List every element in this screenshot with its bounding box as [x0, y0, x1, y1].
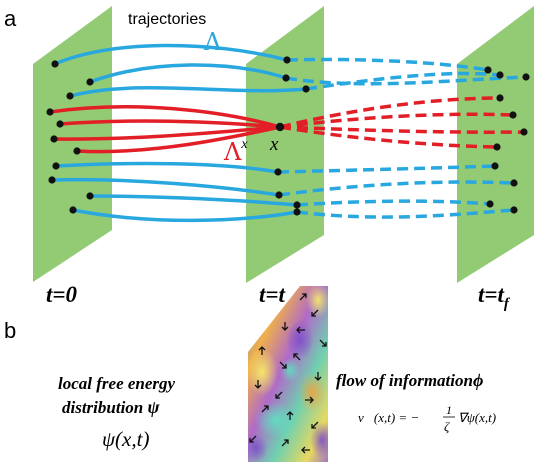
point — [302, 85, 310, 93]
flow-arrow — [286, 411, 294, 420]
blue-trajectory-future — [285, 75, 527, 86]
red-trajectory-future — [279, 96, 501, 129]
lambda-x-label: Λx — [223, 137, 248, 166]
time-label-tf: t=tf — [478, 282, 511, 312]
blue-trajectories-dashed — [277, 57, 527, 219]
blue-trajectory-future — [286, 57, 489, 72]
point — [48, 176, 56, 184]
flow-of-information-label: flow of informationϕ — [336, 370, 483, 390]
time-label-tt: t=t — [259, 282, 285, 307]
blue-trajectory — [68, 85, 308, 98]
equation-denominator: ζ — [444, 419, 450, 434]
flow-arrow — [254, 380, 262, 389]
point — [66, 92, 74, 100]
flow-arrow — [311, 309, 319, 317]
plane-tt — [246, 6, 324, 283]
point — [283, 56, 291, 64]
red-trajectories-dashed — [279, 96, 525, 149]
red-trajectory-future — [279, 112, 514, 129]
flow-arrow — [305, 396, 314, 404]
lambda-label: Λ — [203, 28, 222, 56]
red-trajectory — [52, 125, 282, 141]
blue-trajectories-solid — [50, 43, 308, 223]
blue-trajectory — [53, 43, 289, 66]
flow-arrow — [258, 346, 266, 355]
flow-arrow — [319, 339, 327, 347]
red-trajectory-future — [279, 125, 525, 134]
blue-trajectory — [88, 194, 299, 207]
point — [496, 71, 504, 79]
blue-trajectory — [50, 177, 281, 197]
red-trajectories-solid — [48, 104, 282, 154]
flow-arrow — [293, 353, 301, 361]
point — [491, 162, 499, 170]
point — [493, 143, 501, 151]
trajectories-label: trajectories — [128, 11, 206, 28]
point-x — [275, 122, 285, 132]
point — [275, 191, 283, 199]
local-free-energy-line2: distribution ψ — [62, 397, 161, 417]
point — [86, 78, 94, 86]
blue-trajectory — [88, 63, 288, 84]
trajectory-points — [46, 56, 530, 216]
plane-t0 — [33, 6, 112, 282]
point-x-label: x — [269, 134, 279, 155]
free-energy-heatmap — [248, 286, 328, 462]
point — [56, 120, 64, 128]
local-free-energy-line1: local free energy — [58, 374, 176, 393]
panel-letter-a: a — [4, 6, 17, 31]
point — [86, 192, 94, 200]
point — [496, 94, 504, 102]
point — [293, 208, 301, 216]
red-trajectory-future — [279, 125, 498, 149]
flow-arrows — [249, 293, 327, 454]
flow-arrow — [279, 361, 287, 369]
equation-numerator: 1 — [446, 403, 452, 417]
point — [484, 66, 492, 74]
point — [52, 162, 60, 170]
point — [51, 60, 59, 68]
point — [510, 206, 518, 214]
flow-arrow — [311, 421, 319, 429]
point — [510, 179, 518, 187]
blue-trajectory — [54, 161, 280, 174]
point — [282, 74, 290, 82]
point — [46, 108, 54, 116]
flow-arrow — [299, 293, 307, 301]
equation-rhs: ∇ψ(x,t) — [458, 410, 496, 425]
velocity-equation: v⃗(x,t) = − 1 ζ ∇ψ(x,t) — [358, 403, 496, 434]
flow-arrow — [301, 446, 310, 454]
flow-arrow — [249, 435, 257, 443]
red-trajectory — [48, 104, 282, 129]
psi-expression: ψ(x,t) — [102, 427, 149, 451]
time-label-t0: t=0 — [46, 282, 77, 307]
point — [293, 201, 301, 209]
point — [274, 168, 282, 176]
point — [486, 200, 494, 208]
point — [509, 111, 517, 119]
equation-lhs: v⃗(x,t) = − — [358, 410, 419, 425]
point — [520, 128, 528, 136]
blue-trajectory-future — [305, 71, 501, 91]
point — [50, 135, 58, 143]
panel-letter-b: b — [4, 318, 16, 343]
blue-trajectory-future — [277, 164, 496, 174]
blue-trajectory — [71, 208, 299, 223]
flow-arrow — [314, 372, 322, 381]
red-trajectory — [58, 119, 282, 129]
blue-trajectory-future — [296, 199, 491, 207]
red-trajectory — [75, 125, 282, 154]
flow-arrow — [261, 405, 269, 413]
point — [69, 206, 77, 214]
point — [522, 73, 530, 81]
flow-arrow — [275, 391, 283, 399]
blue-trajectory-future — [278, 180, 515, 197]
blue-trajectory-future — [296, 208, 515, 219]
flow-arrow — [281, 322, 289, 331]
point — [73, 147, 81, 155]
flow-arrow — [296, 326, 305, 334]
flow-arrow — [281, 439, 289, 447]
